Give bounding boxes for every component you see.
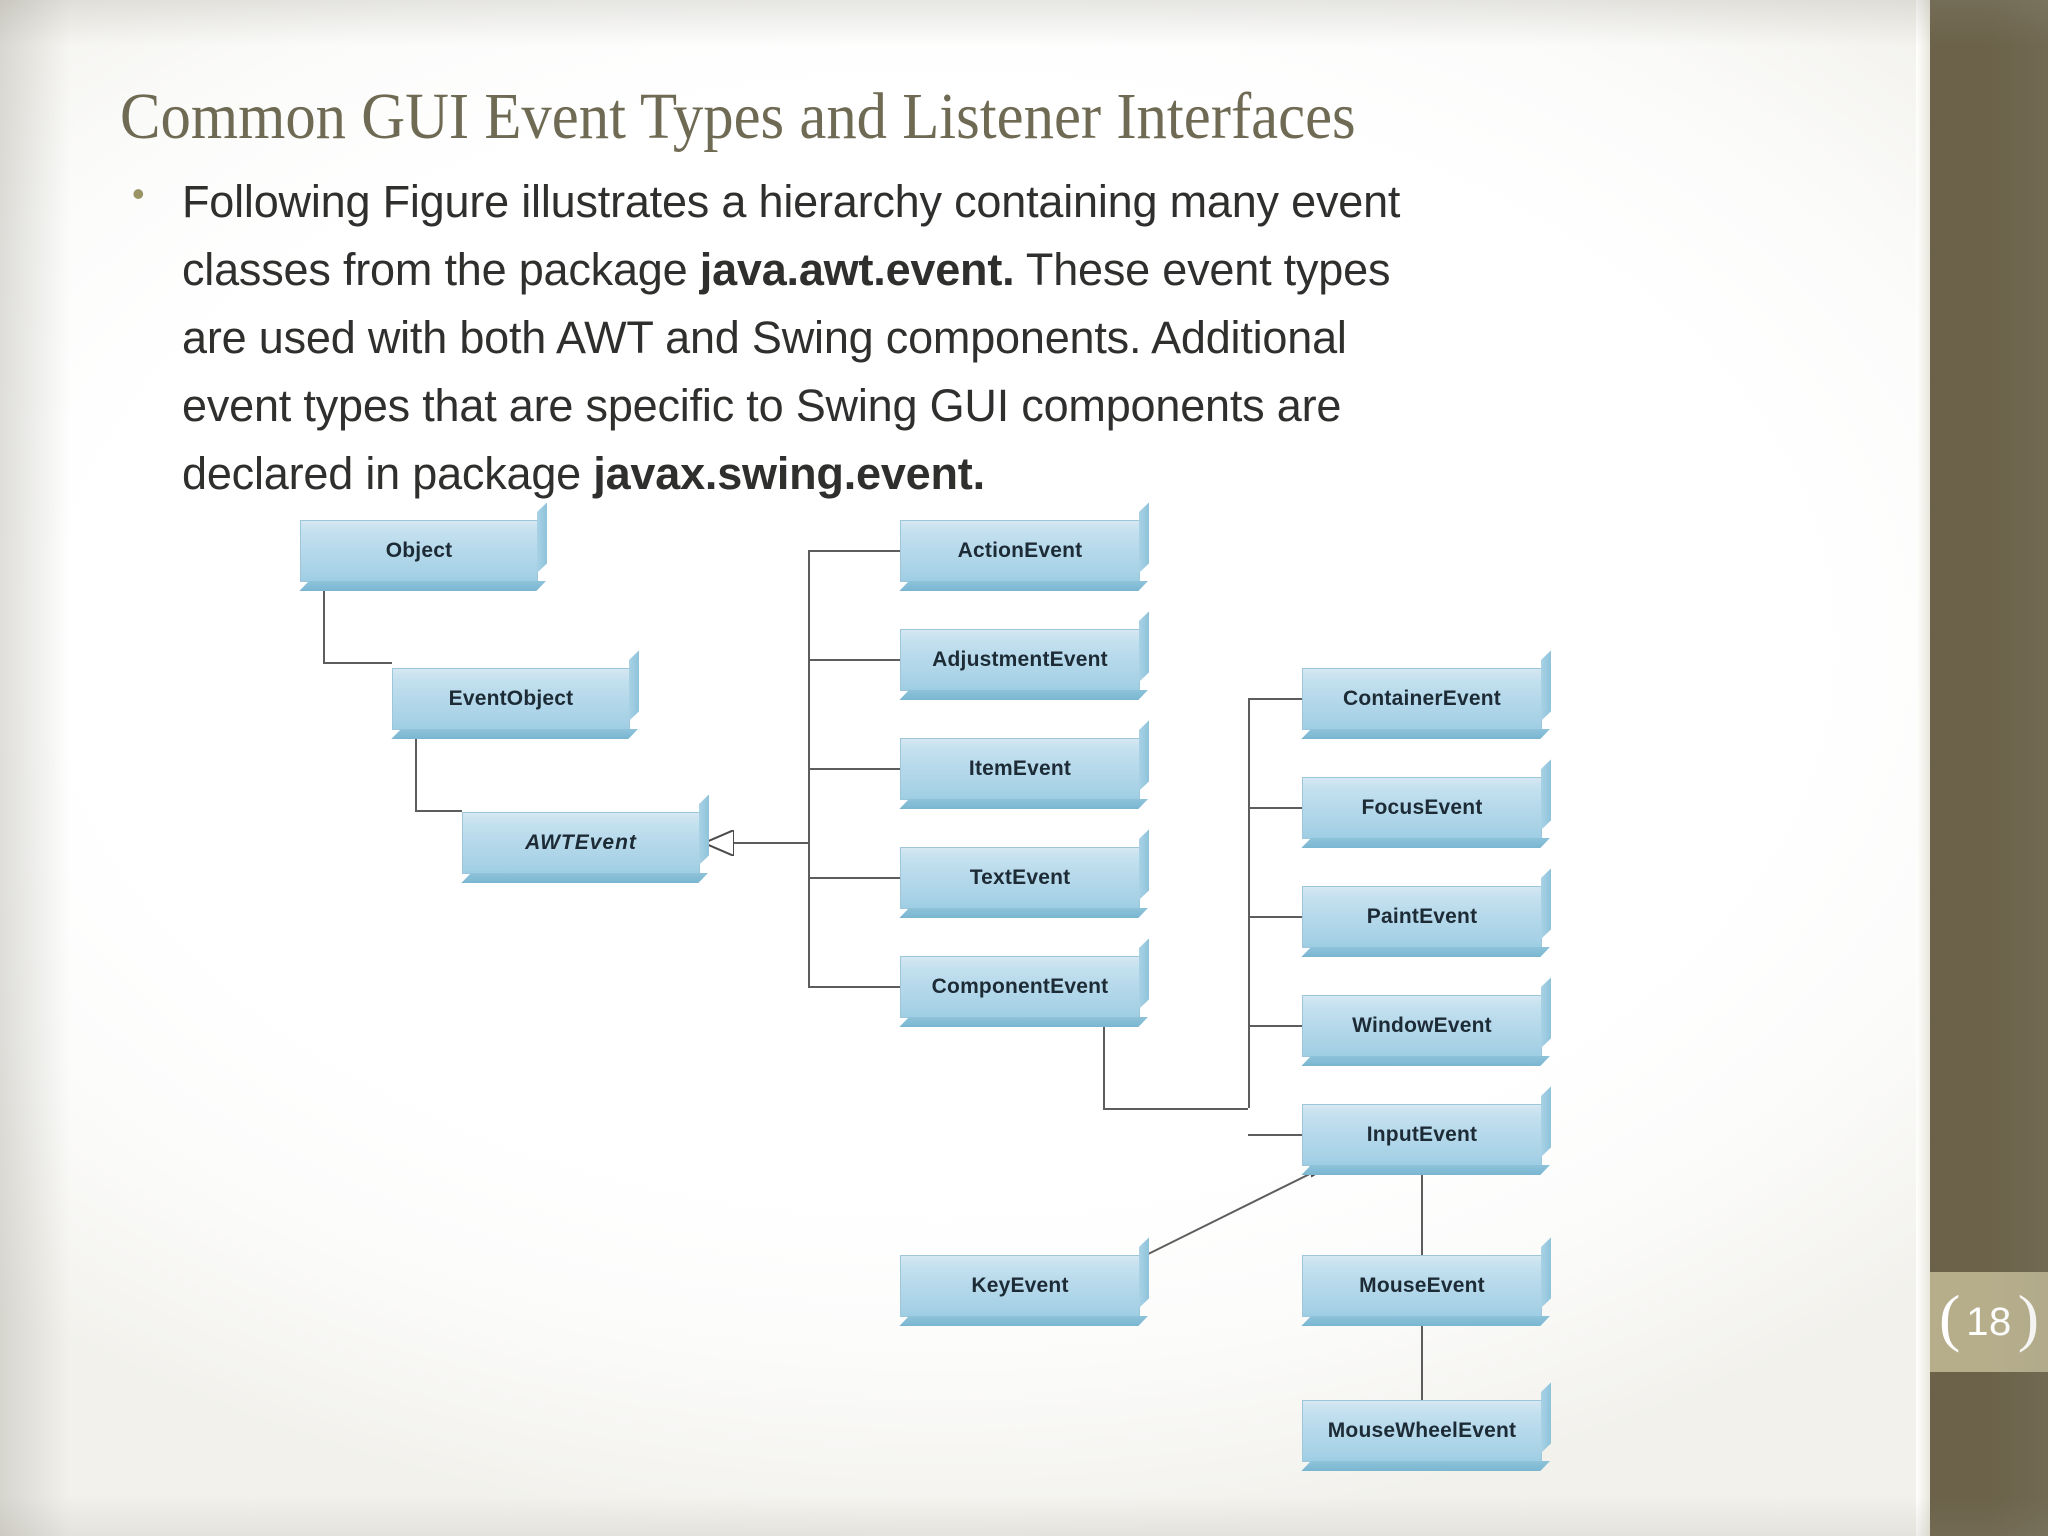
page-number: 18 — [1966, 1299, 2012, 1344]
class-node-windowevent: WindowEvent — [1302, 995, 1542, 1057]
class-node-inputevent: InputEvent — [1302, 1104, 1542, 1166]
connector-mousewheelevent-mouseevent — [1421, 1323, 1423, 1400]
connector-awtevent-eventobject — [415, 810, 462, 812]
class-node-object: Object — [300, 520, 538, 582]
class-node-label: MouseWheelEvent — [1327, 1419, 1517, 1442]
class-node-textevent: TextEvent — [900, 847, 1140, 909]
connector-adjustmentevent-awtevent — [808, 659, 900, 661]
slide-side-band: ( 18 ) — [1930, 0, 2048, 1536]
connector-eventobject-object — [323, 586, 325, 662]
connector-focusevent-componentevent — [1248, 807, 1302, 809]
bracket-right-icon: ) — [2017, 1282, 2040, 1353]
bullet-list-item: • Following Figure illustrates a hierarc… — [126, 168, 1416, 508]
class-node-focusevent: FocusEvent — [1302, 777, 1542, 839]
connector-paintevent-componentevent — [1248, 916, 1302, 918]
bullet-paragraph: Following Figure illustrates a hierarchy… — [182, 168, 1416, 508]
connector-componentevent-spine — [1248, 699, 1250, 1108]
class-node-label: InputEvent — [1366, 1123, 1478, 1146]
class-node-label: ItemEvent — [968, 757, 1072, 780]
class-node-containerevent: ContainerEvent — [1302, 668, 1542, 730]
connector-componentevent-awtevent — [808, 986, 900, 988]
class-node-itemevent: ItemEvent — [900, 738, 1140, 800]
class-node-label: EventObject — [448, 687, 574, 710]
generalization-arrow-awtevent — [704, 830, 734, 856]
class-node-label: ActionEvent — [957, 539, 1083, 562]
connector-componentevent-spine — [1103, 1108, 1248, 1110]
bold-package-name: java.awt.event. — [699, 244, 1015, 295]
connector-containerevent-componentevent — [1248, 698, 1302, 700]
connector-textevent-awtevent — [808, 877, 900, 879]
class-node-label: ContainerEvent — [1343, 687, 1501, 710]
connector-itemevent-awtevent — [808, 768, 900, 770]
bracket-left-icon: ( — [1938, 1282, 1961, 1353]
connector-actionevent-awtevent — [808, 550, 900, 552]
bullet-marker-icon: • — [132, 173, 145, 214]
class-node-mousewheelevent: MouseWheelEvent — [1302, 1400, 1542, 1462]
paragraph-text: These event types are used with both AWT… — [182, 244, 1391, 499]
class-node-label: WindowEvent — [1352, 1014, 1492, 1037]
class-node-label: PaintEvent — [1366, 905, 1478, 928]
paragraph-text: Following Figure illustrates a hierarchy… — [182, 176, 1401, 295]
class-node-label: ComponentEvent — [931, 975, 1109, 998]
class-node-componentevent: ComponentEvent — [900, 956, 1140, 1018]
class-node-adjustmentevent: AdjustmentEvent — [900, 629, 1140, 691]
slide-body: • Following Figure illustrates a hierarc… — [126, 168, 1416, 508]
class-node-awtevent: AWTEvent — [462, 812, 700, 874]
class-node-keyevent: KeyEvent — [900, 1255, 1140, 1317]
class-node-label: MouseEvent — [1359, 1274, 1485, 1297]
class-node-label: TextEvent — [969, 866, 1071, 889]
class-node-label: FocusEvent — [1361, 796, 1483, 819]
connector-mouseevent-inputevent — [1421, 1172, 1423, 1255]
bold-package-name: javax.swing.event. — [593, 448, 985, 499]
slide-edge-gradient — [1916, 0, 1930, 1536]
connector-inputevent-componentevent — [1248, 1134, 1302, 1136]
connector-eventobject-object — [323, 662, 392, 664]
connector-windowevent-componentevent — [1248, 1025, 1302, 1027]
class-node-paintevent: PaintEvent — [1302, 886, 1542, 948]
class-node-label: AdjustmentEvent — [932, 648, 1108, 671]
class-node-label: Object — [385, 539, 453, 562]
class-node-label: KeyEvent — [971, 1274, 1069, 1297]
class-node-mouseevent: MouseEvent — [1302, 1255, 1542, 1317]
class-node-actionevent: ActionEvent — [900, 520, 1140, 582]
page-number-badge: ( 18 ) — [1930, 1272, 2048, 1372]
connector-awtevent-spine — [734, 842, 808, 844]
class-node-label: AWTEvent — [525, 831, 637, 854]
connector-awtevent-eventobject — [415, 734, 417, 810]
class-node-eventobject: EventObject — [392, 668, 630, 730]
page-title: Common GUI Event Types and Listener Inte… — [120, 80, 1356, 153]
connector-componentevent-spine — [1103, 1022, 1105, 1110]
